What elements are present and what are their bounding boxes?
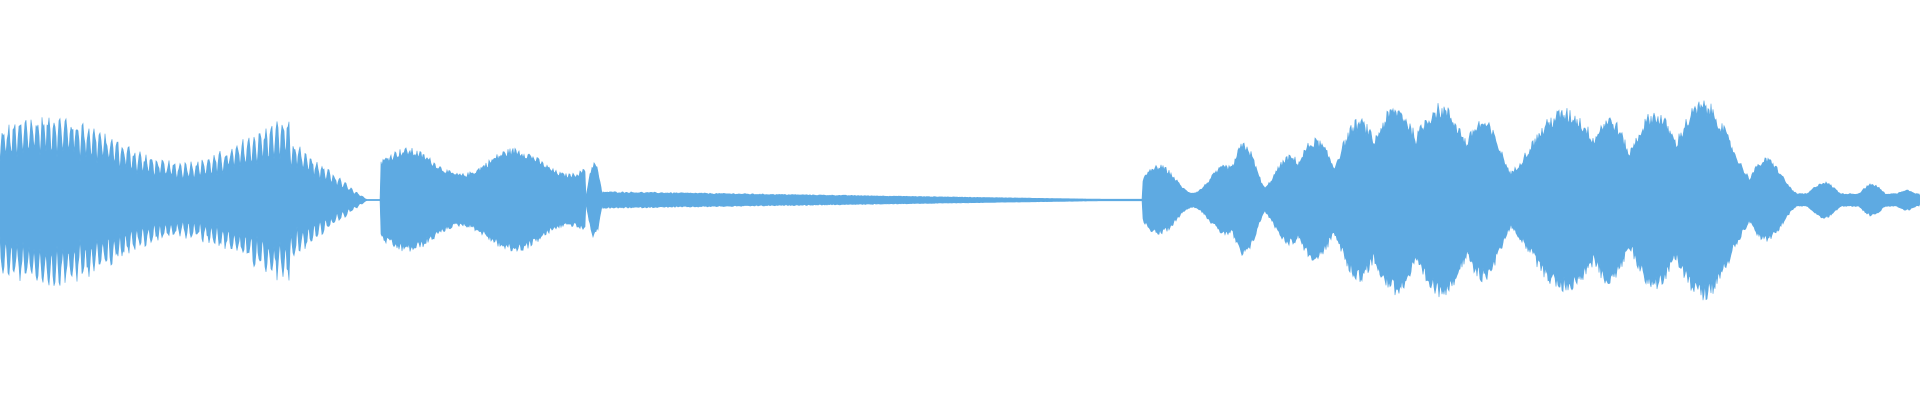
waveform-view[interactable] xyxy=(0,0,1920,400)
audio-waveform[interactable] xyxy=(0,0,1920,400)
